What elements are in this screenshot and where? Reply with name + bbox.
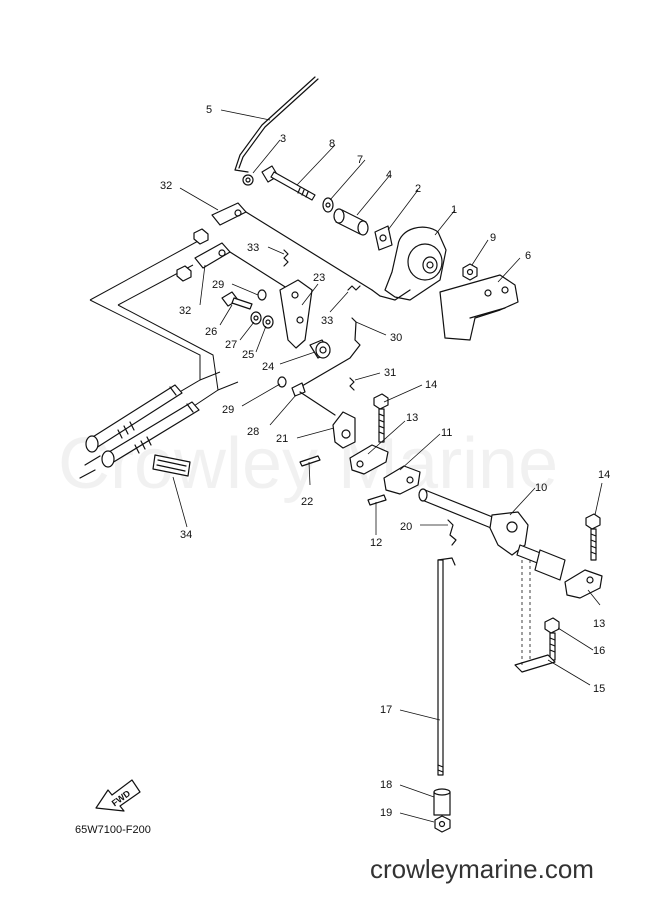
label-part-32-upper: 32 bbox=[160, 180, 172, 192]
label-part-17: 17 bbox=[380, 704, 392, 716]
label-part-5: 5 bbox=[206, 104, 212, 116]
label-part-1: 1 bbox=[451, 204, 457, 216]
part-34-label-tag bbox=[152, 454, 191, 477]
part-22-pin bbox=[299, 455, 321, 467]
label-part-29-upper: 29 bbox=[212, 279, 224, 291]
control-cables bbox=[79, 239, 239, 479]
part-labels: 5 3 8 7 4 2 1 9 6 32 33 23 29 32 33 26 3… bbox=[160, 104, 610, 819]
label-part-12: 12 bbox=[370, 537, 382, 549]
part-13-clamp-lower bbox=[564, 569, 603, 599]
label-part-15: 15 bbox=[593, 683, 605, 695]
part-8-bolt bbox=[261, 165, 316, 201]
part-30-link-rod bbox=[301, 317, 361, 387]
part-6-bracket bbox=[439, 274, 519, 341]
part-29-washer-lower bbox=[277, 376, 287, 388]
part-26-bolt bbox=[221, 291, 253, 310]
part-28-link bbox=[291, 382, 336, 416]
label-part-13-upper: 13 bbox=[406, 412, 418, 424]
label-part-21: 21 bbox=[276, 433, 288, 445]
label-part-11: 11 bbox=[441, 427, 452, 439]
leader-lines bbox=[172, 109, 603, 823]
part-2-bushing bbox=[374, 225, 393, 251]
part-14-bolt-upper bbox=[373, 393, 389, 443]
label-part-23: 23 bbox=[313, 272, 325, 284]
part-9-nut bbox=[462, 263, 478, 281]
part-13-clamp-upper bbox=[349, 444, 389, 475]
label-part-7: 7 bbox=[357, 154, 363, 166]
part-12-pin bbox=[367, 494, 387, 506]
part-17-shift-rod bbox=[437, 557, 456, 776]
fwd-arrow-icon: FWD bbox=[95, 779, 141, 812]
part-29-washer-upper bbox=[257, 289, 267, 301]
label-part-9: 9 bbox=[490, 232, 496, 244]
label-part-4: 4 bbox=[386, 169, 392, 181]
label-part-31: 31 bbox=[384, 367, 396, 379]
label-part-33-upper: 33 bbox=[247, 242, 259, 254]
part-10-shift-shaft bbox=[418, 488, 566, 581]
label-part-10: 10 bbox=[535, 482, 547, 494]
part-25-washer bbox=[262, 315, 274, 329]
label-part-22: 22 bbox=[301, 496, 313, 508]
label-part-30: 30 bbox=[390, 332, 402, 344]
label-part-18: 18 bbox=[380, 779, 392, 791]
label-part-14-lower: 14 bbox=[598, 469, 610, 481]
label-part-32-lower: 32 bbox=[179, 305, 191, 317]
label-part-14-upper: 14 bbox=[425, 379, 437, 391]
label-part-28: 28 bbox=[247, 426, 259, 438]
label-part-26: 26 bbox=[205, 326, 217, 338]
part-24-collar bbox=[309, 339, 331, 359]
label-part-25: 25 bbox=[242, 349, 254, 361]
label-part-16: 16 bbox=[593, 645, 605, 657]
part-27-washer bbox=[250, 311, 262, 325]
part-5-link-rod bbox=[234, 76, 319, 173]
label-part-27: 27 bbox=[225, 339, 237, 351]
part-7-washer bbox=[322, 197, 334, 213]
part-23-lever bbox=[279, 279, 313, 349]
part-33-clips bbox=[283, 249, 361, 291]
part-1-lever-assembly bbox=[371, 226, 447, 301]
part-15-bracket bbox=[514, 560, 556, 673]
part-19-nut bbox=[434, 815, 451, 833]
label-part-13-lower: 13 bbox=[593, 618, 605, 630]
label-part-6: 6 bbox=[525, 250, 531, 262]
part-16-bolt bbox=[544, 617, 560, 661]
part-18-connector bbox=[433, 788, 451, 816]
label-part-2: 2 bbox=[415, 183, 421, 195]
part-32-connector-lower bbox=[176, 242, 291, 291]
part-21-lever bbox=[332, 411, 356, 449]
part-31-clip bbox=[349, 377, 355, 391]
label-part-34: 34 bbox=[180, 529, 192, 541]
label-part-3: 3 bbox=[280, 133, 286, 145]
label-part-29-lower: 29 bbox=[222, 404, 234, 416]
part-20-clip bbox=[447, 519, 457, 546]
part-4-collar bbox=[333, 208, 369, 236]
part-14-bolt-lower bbox=[585, 513, 601, 561]
part-32-connector-upper bbox=[193, 202, 373, 291]
label-part-19: 19 bbox=[380, 807, 392, 819]
site-url: crowleymarine.com bbox=[370, 854, 594, 884]
label-part-20: 20 bbox=[400, 521, 412, 533]
part-3-clip bbox=[242, 174, 254, 186]
label-part-8: 8 bbox=[329, 138, 335, 150]
label-part-33-lower: 33 bbox=[321, 315, 333, 327]
label-part-24: 24 bbox=[262, 361, 274, 373]
diagram-code: 65W7100-F200 bbox=[75, 824, 151, 836]
